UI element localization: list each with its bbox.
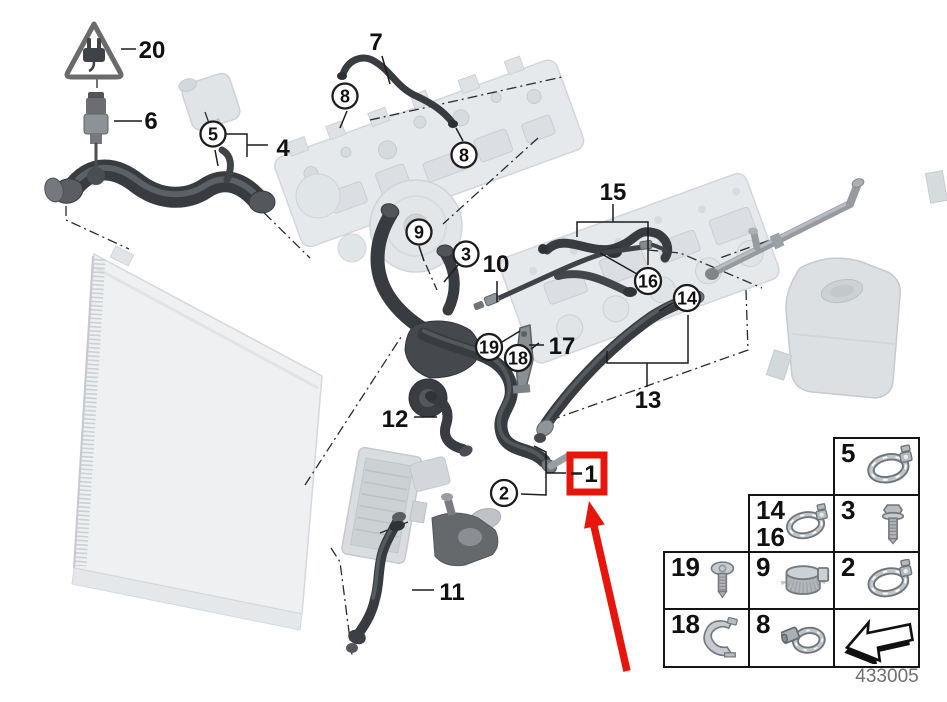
screw-icon bbox=[702, 554, 746, 608]
legend-cell-5: 5 bbox=[833, 437, 920, 496]
circled-callouts: 5 8 8 9 3 16 14 19 bbox=[199, 82, 702, 508]
callout-4: 4 bbox=[276, 135, 290, 162]
highlight-annotation: 1 bbox=[566, 451, 631, 672]
thermostat-housing bbox=[370, 203, 480, 418]
legend-cell-arrow bbox=[833, 608, 920, 668]
callout-17: 17 bbox=[549, 333, 576, 360]
legend-cell-19: 19 bbox=[663, 551, 750, 610]
legend-cell-3: 3 bbox=[833, 494, 920, 553]
worm-clamp-icon bbox=[781, 615, 831, 661]
callout-circle-14: 14 bbox=[672, 283, 702, 313]
engine-block-right bbox=[499, 172, 780, 364]
band-clamp-icon bbox=[779, 557, 831, 605]
callout-15: 15 bbox=[600, 179, 627, 206]
temp-sensor bbox=[83, 92, 109, 172]
mounting-bracket-faint bbox=[409, 456, 451, 492]
warning-triangle bbox=[64, 21, 124, 80]
callout-circle-9: 9 bbox=[405, 218, 433, 246]
callout-7: 7 bbox=[369, 29, 382, 56]
callout-10: 10 bbox=[483, 251, 510, 278]
callout-12: 12 bbox=[382, 406, 409, 433]
hose-15 bbox=[538, 227, 673, 297]
callout-6: 6 bbox=[144, 108, 157, 135]
callout-circle-8b: 8 bbox=[450, 141, 478, 169]
svg-text:19: 19 bbox=[479, 338, 499, 358]
svg-text:3: 3 bbox=[461, 245, 471, 265]
svg-text:2: 2 bbox=[499, 484, 509, 504]
figure-number: 433005 bbox=[855, 666, 919, 687]
hose-clamp-icon bbox=[783, 502, 831, 546]
svg-text:9: 9 bbox=[414, 223, 424, 243]
hose-clamp-icon bbox=[864, 444, 916, 490]
hoses bbox=[44, 54, 865, 653]
svg-text:8: 8 bbox=[340, 87, 350, 107]
legend-cell-18: 18 bbox=[663, 608, 750, 668]
callout-11: 11 bbox=[439, 579, 464, 606]
expansion-tank bbox=[765, 170, 947, 399]
legend-cell-14-16: 14 16 bbox=[748, 494, 835, 553]
svg-text:14: 14 bbox=[677, 289, 697, 309]
engine-assembly bbox=[71, 55, 947, 631]
svg-text:18: 18 bbox=[508, 349, 528, 369]
clip-icon bbox=[700, 612, 746, 664]
svg-text:8: 8 bbox=[459, 146, 469, 166]
callout-circle-19: 19 bbox=[474, 332, 504, 362]
svg-text:5: 5 bbox=[208, 125, 218, 145]
legend-cell-2: 2 bbox=[833, 551, 920, 610]
plain-callouts: 20 6 4 7 15 10 17 13 12 11 bbox=[139, 29, 662, 606]
radiator bbox=[71, 245, 323, 631]
hose-5 bbox=[218, 146, 234, 184]
legend-cell-8: 8 bbox=[748, 608, 835, 668]
hose-clamp-icon bbox=[864, 559, 916, 603]
callout-circle-3: 3 bbox=[452, 240, 480, 268]
water-pump-lower bbox=[431, 493, 502, 567]
coolant-pipe bbox=[705, 178, 865, 280]
direction-arrow-icon bbox=[838, 614, 918, 664]
callout-circle-18: 18 bbox=[503, 343, 533, 373]
callout-circle-8a: 8 bbox=[331, 82, 359, 110]
callout-13: 13 bbox=[635, 387, 662, 414]
svg-text:16: 16 bbox=[638, 272, 658, 292]
plug-icon bbox=[83, 38, 105, 73]
hose-10 bbox=[473, 239, 668, 311]
leader-lines bbox=[114, 48, 689, 591]
hose-4 bbox=[44, 159, 276, 214]
highlight-arrow bbox=[584, 501, 631, 672]
highlighted-part-label: 1 bbox=[584, 461, 597, 488]
bolt-icon bbox=[870, 497, 916, 551]
legend-cell-9: 9 bbox=[748, 551, 835, 610]
hose-7 bbox=[337, 54, 458, 128]
callout-circle-16: 16 bbox=[633, 266, 663, 296]
callout-20: 20 bbox=[139, 37, 166, 64]
hose-12 bbox=[425, 391, 473, 457]
callout-circle-2: 2 bbox=[489, 478, 519, 508]
hose-11 bbox=[346, 511, 406, 653]
engine-block-upper bbox=[274, 55, 585, 248]
callout-circle-5: 5 bbox=[199, 120, 227, 148]
